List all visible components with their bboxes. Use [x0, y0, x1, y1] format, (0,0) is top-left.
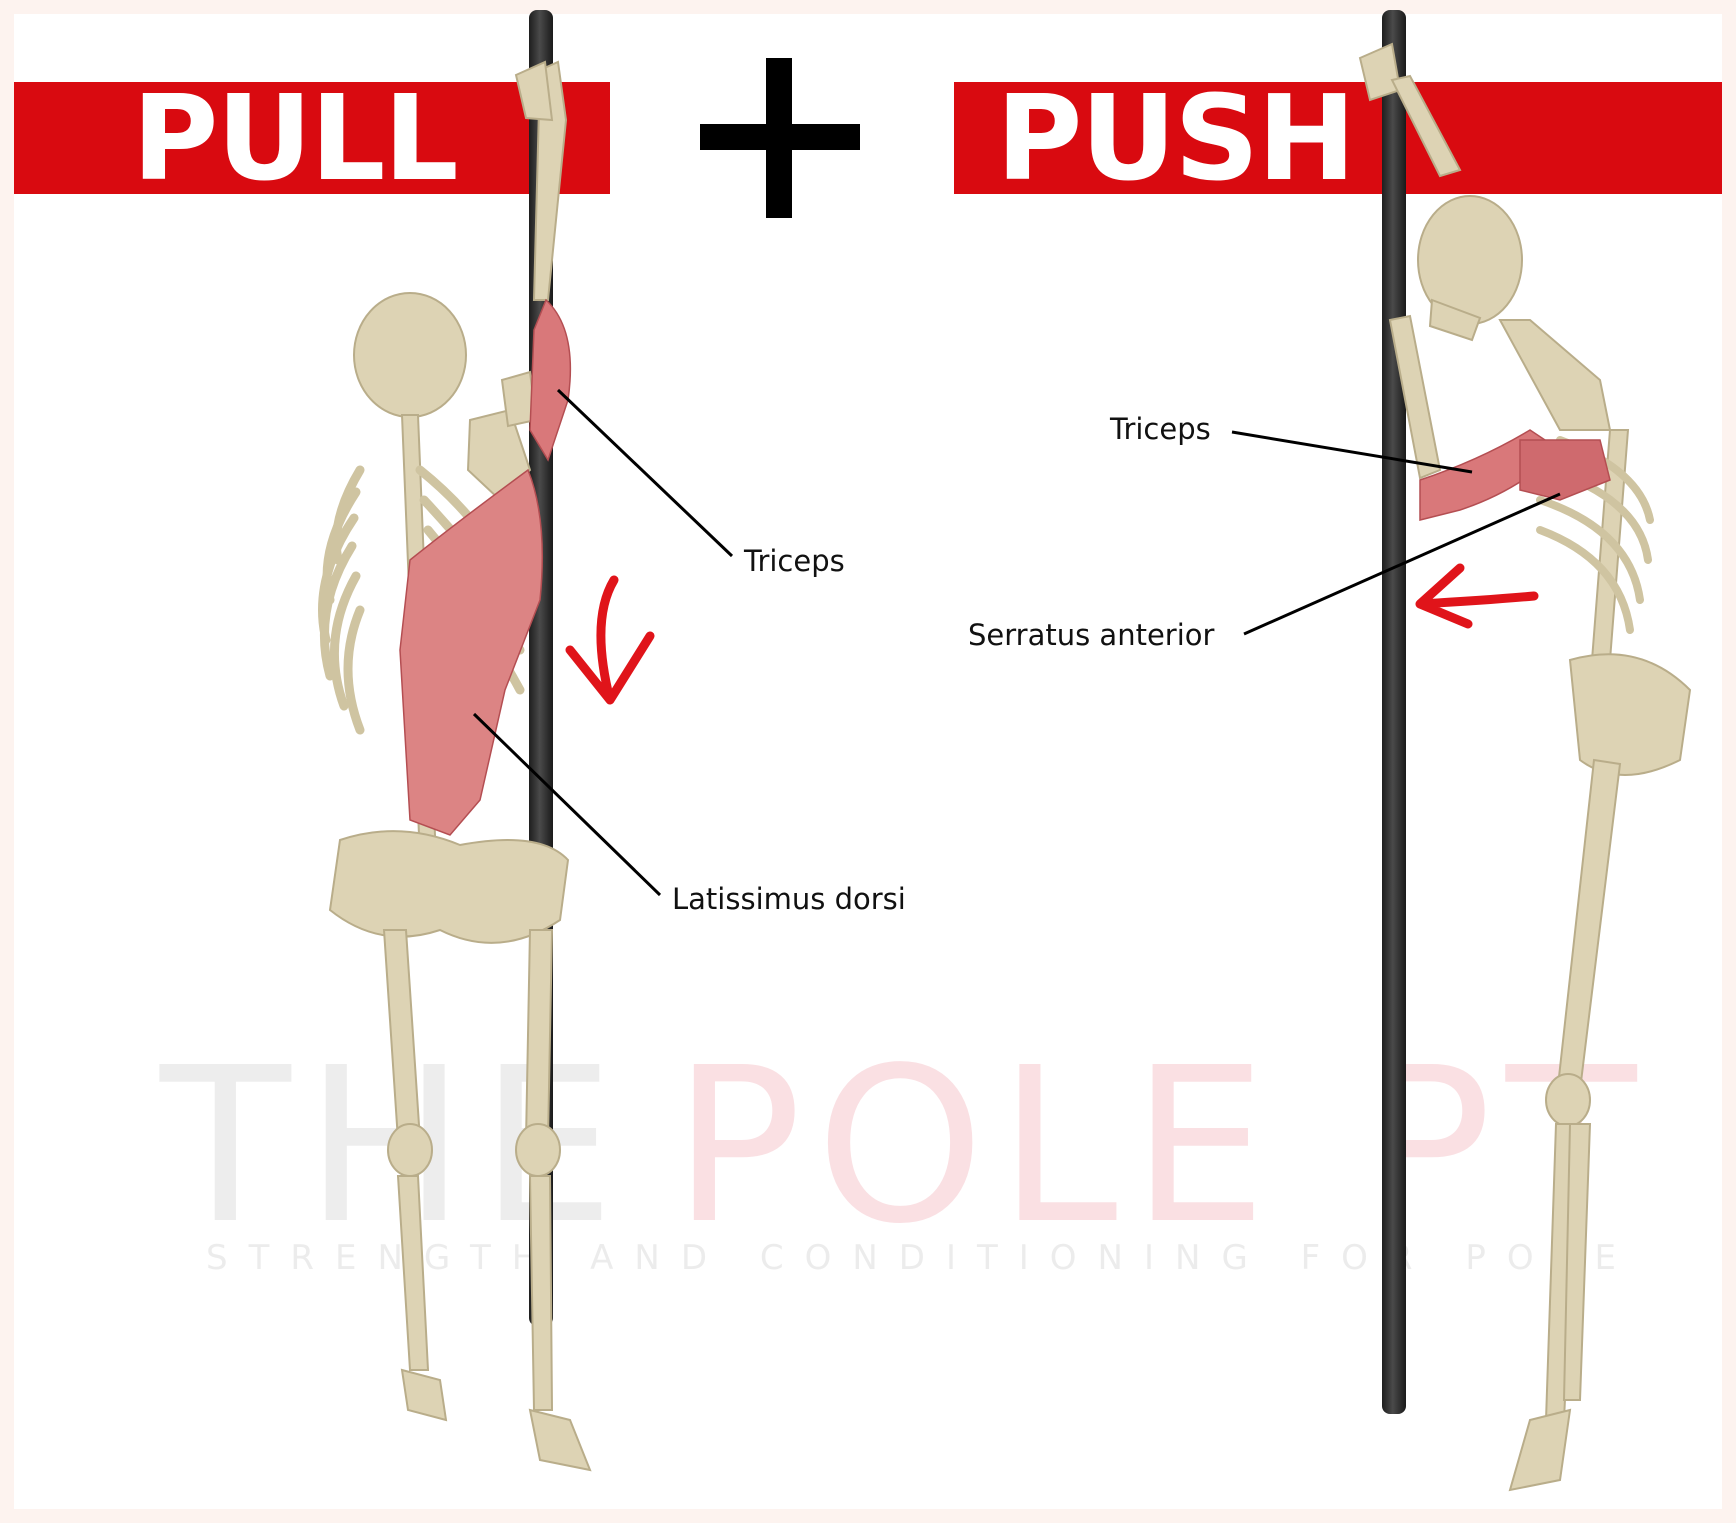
push-skeleton	[1360, 44, 1690, 1490]
arrow-left-icon	[1420, 568, 1534, 624]
push-triceps-label: Triceps	[1110, 412, 1211, 446]
arrow-down-icon	[570, 580, 650, 700]
pull-triceps-muscle	[530, 300, 570, 460]
push-pole	[1382, 10, 1406, 1414]
pull-triceps-label: Triceps	[744, 544, 845, 578]
push-muscles	[1420, 430, 1610, 520]
pull-lats-label: Latissimus dorsi	[672, 882, 906, 916]
pull-triceps-line	[558, 390, 732, 556]
push-serratus-label: Serratus anterior	[968, 618, 1214, 652]
